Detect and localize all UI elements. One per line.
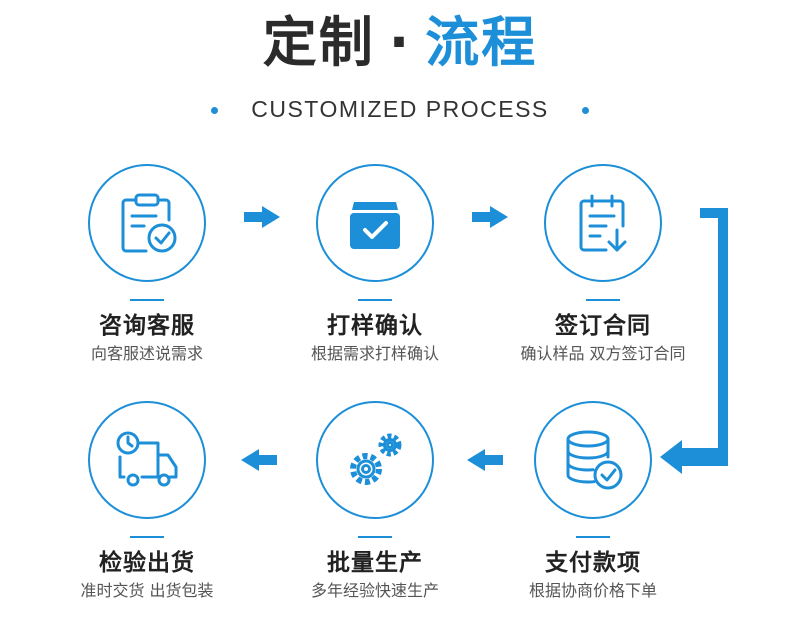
arrow-right-icon [244,206,280,228]
step-contract: 签订合同 确认样品 双方签订合同 [493,164,713,365]
title-part-2: 流程 [425,11,538,74]
title-separator: · [388,11,412,74]
step-delivery: 检验出货 准时交货 出货包装 [37,401,257,602]
document-download-icon [579,194,627,252]
arrow-left-icon [241,449,277,471]
clipboard-check-icon [121,193,177,253]
arrow-right-icon [472,206,508,228]
title-part-1: 定制 [262,11,375,74]
step-sample-circle [316,164,434,282]
subtitle-dot-left [211,107,218,114]
step-payment-dash [576,536,610,538]
delivery-truck-icon [116,431,178,487]
step-contract-dash [586,299,620,301]
step-production: 批量生产 多年经验快速生产 [265,401,485,602]
step-consult-dash [130,299,164,301]
step-contract-desc: 确认样品 双方签订合同 [520,344,686,363]
connector-arrow-icon [660,208,728,474]
step-consult-title: 咨询客服 [99,313,195,339]
step-contract-title: 签订合同 [555,313,651,339]
page-title: 定制·流程 [0,8,800,78]
step-delivery-desc: 准时交货 出货包装 [80,581,214,600]
step-payment: 支付款项 根据协商价格下单 [483,401,703,602]
arrow-left-icon [467,449,503,471]
step-sample-desc: 根据需求打样确认 [310,344,439,363]
gears-icon [350,433,402,485]
step-production-title: 批量生产 [327,550,423,576]
subtitle-dot-right [582,107,589,114]
step-consult-circle [88,164,206,282]
step-contract-circle [544,164,662,282]
box-check-icon [350,202,400,249]
step-sample-title: 打样确认 [327,313,423,339]
step-production-dash [358,536,392,538]
step-payment-circle [534,401,652,519]
step-payment-title: 支付款项 [545,550,641,576]
step-delivery-dash [130,536,164,538]
step-delivery-title: 检验出货 [99,550,195,576]
step-consult: 咨询客服 向客服述说需求 [37,164,257,365]
step-payment-desc: 根据协商价格下单 [528,581,657,600]
step-sample-dash [358,299,392,301]
step-delivery-circle [88,401,206,519]
database-check-icon [566,430,623,490]
step-consult-desc: 向客服述说需求 [90,344,203,363]
step-production-desc: 多年经验快速生产 [310,581,439,600]
page-subtitle: CUSTOMIZED PROCESS [251,96,549,122]
step-sample: 打样确认 根据需求打样确认 [265,164,485,365]
step-production-circle [316,401,434,519]
